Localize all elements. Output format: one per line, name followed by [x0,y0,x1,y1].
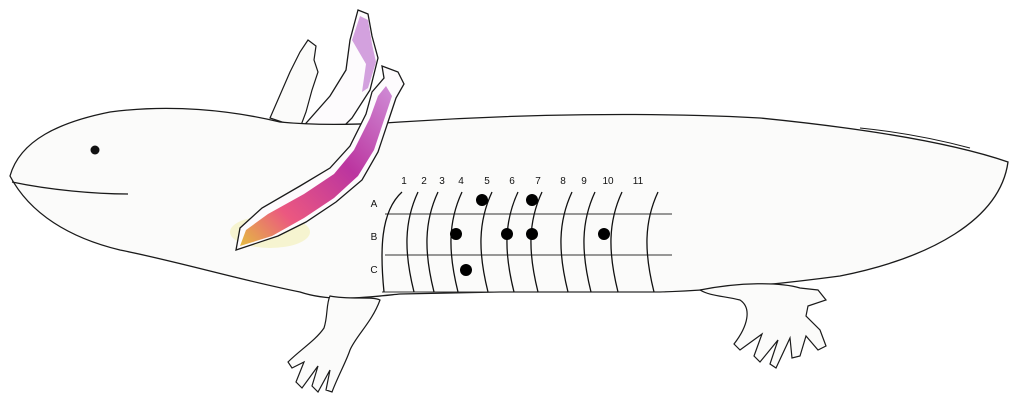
eye [91,146,100,155]
hind-limb [700,284,826,368]
marker-dot [501,228,513,240]
column-label: 7 [535,176,541,187]
marker-dot [450,228,462,240]
column-label: 3 [439,176,445,187]
column-label: 5 [484,176,490,187]
column-label: 9 [581,176,587,187]
row-label: B [371,232,378,243]
column-label: 4 [458,176,464,187]
gill-rear [270,40,318,128]
column-label: 10 [602,176,614,187]
column-label: 1 [401,176,407,187]
column-label: 2 [421,176,427,187]
row-label: A [371,199,378,210]
marker-dot [526,228,538,240]
column-label: 8 [560,176,566,187]
marker-dot [460,264,472,276]
row-label: C [370,265,377,276]
marker-dot [526,194,538,206]
front-limb [288,296,380,392]
column-label: 11 [633,176,644,187]
column-label: 6 [509,176,515,187]
marker-dot [476,194,488,206]
marker-dot [598,228,610,240]
